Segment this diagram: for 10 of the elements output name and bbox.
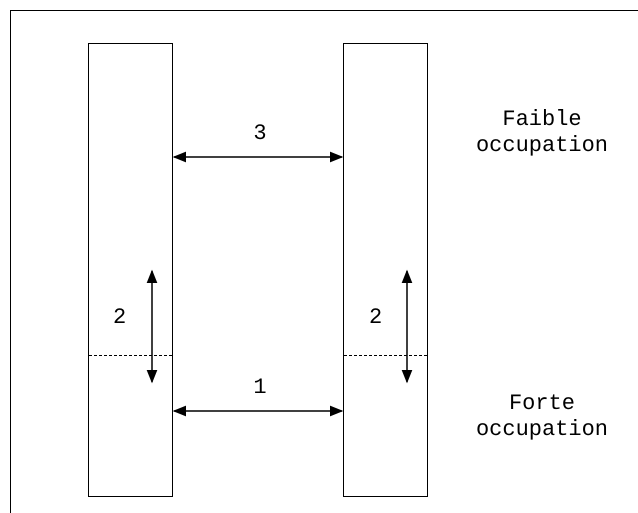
zone-label: Faible occupation (474, 107, 610, 159)
column-bar (88, 43, 173, 497)
arrow-number: 2 (113, 305, 126, 331)
edge-label: 1 (253, 375, 267, 400)
edge-label: 3 (253, 121, 267, 146)
arrow-number: 2 (369, 305, 382, 331)
zone-label: Forte occupation (474, 391, 610, 443)
double-arrow (172, 406, 344, 416)
column-bar (343, 43, 428, 497)
double-arrow (172, 152, 344, 162)
